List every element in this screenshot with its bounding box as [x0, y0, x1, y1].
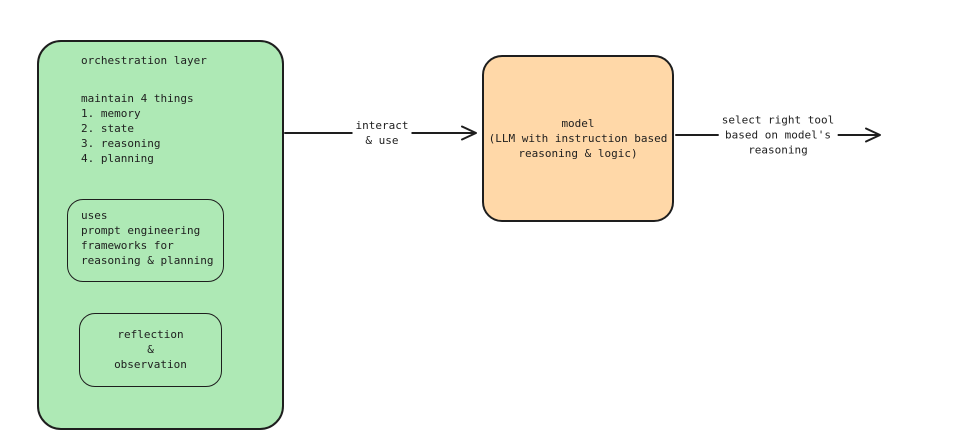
interact-arrow-label: interact & use: [352, 118, 412, 148]
reflection-observation-text: reflection & observation: [114, 328, 187, 371]
reflection-observation-box: reflection & observation: [79, 313, 222, 387]
model-box: model (LLM with instruction based reason…: [482, 55, 674, 222]
select-tool-arrow-label: select right tool based on model's reaso…: [718, 112, 838, 158]
uses-frameworks-text: uses prompt engineering frameworks for r…: [81, 209, 214, 267]
uses-frameworks-box: uses prompt engineering frameworks for r…: [67, 199, 224, 282]
maintain-list-text: maintain 4 things 1. memory 2. state 3. …: [81, 92, 194, 165]
model-box-text: model (LLM with instruction based reason…: [488, 117, 668, 160]
orchestration-layer-box: orchestration layer maintain 4 things 1.…: [37, 40, 284, 430]
orchestration-layer-title: orchestration layer: [81, 54, 207, 67]
